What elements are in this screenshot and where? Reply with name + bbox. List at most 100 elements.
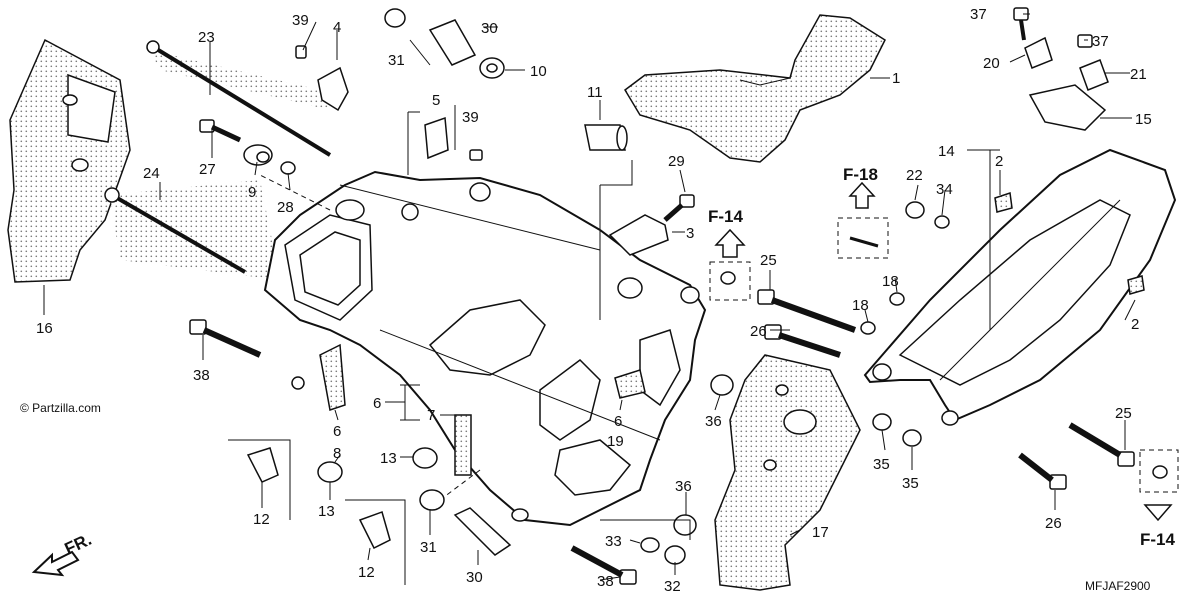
part-11-collar[interactable] <box>584 124 628 151</box>
callout-6c[interactable]: 6 <box>333 423 341 440</box>
part-15-bracket[interactable] <box>1028 84 1107 131</box>
f18-ref-box <box>837 181 889 259</box>
part-19-block[interactable] <box>614 369 646 399</box>
part-28-washer[interactable] <box>280 161 296 175</box>
callout-9[interactable]: 9 <box>248 184 256 201</box>
callout-14[interactable]: 14 <box>938 143 955 160</box>
callout-6a[interactable]: 6 <box>373 395 381 412</box>
callout-22[interactable]: 22 <box>906 167 923 184</box>
callout-30a[interactable]: 30 <box>481 20 498 37</box>
part-10-bushing[interactable] <box>479 57 505 79</box>
diagram-code: MFJAF2900 <box>1085 579 1151 593</box>
part-6-rubber[interactable] <box>319 343 346 411</box>
part-3-bracket[interactable] <box>608 214 669 256</box>
callout-38a[interactable]: 38 <box>193 367 210 384</box>
part-16-side-cover[interactable] <box>7 38 131 283</box>
callout-32[interactable]: 32 <box>664 578 681 595</box>
part-26-bolt[interactable] <box>764 324 1067 490</box>
callout-8[interactable]: 8 <box>333 445 341 462</box>
callout-23[interactable]: 23 <box>198 29 215 46</box>
callout-17[interactable]: 17 <box>812 524 829 541</box>
callout-18a[interactable]: 18 <box>882 273 899 290</box>
part-14-subframe[interactable] <box>863 148 1177 426</box>
ref-label-f14-bottom[interactable]: F-14 <box>1140 530 1176 549</box>
part-20-clip[interactable] <box>1024 36 1053 69</box>
callout-10[interactable]: 10 <box>530 63 547 80</box>
callout-6b[interactable]: 6 <box>614 413 622 430</box>
part-34-washer[interactable] <box>934 215 950 229</box>
part-38-bolt[interactable] <box>189 319 637 585</box>
callout-24[interactable]: 24 <box>143 165 160 182</box>
callout-31b[interactable]: 31 <box>420 539 437 556</box>
callout-21[interactable]: 21 <box>1130 66 1147 83</box>
callout-16[interactable]: 16 <box>36 320 53 337</box>
part-13-bushing[interactable] <box>317 447 438 483</box>
part-24-bolt[interactable] <box>104 180 280 280</box>
part-29-bolt[interactable] <box>663 194 695 222</box>
callout-25b[interactable]: 25 <box>1115 405 1132 422</box>
callout-29[interactable]: 29 <box>668 153 685 170</box>
part-30-bolt[interactable] <box>428 19 477 66</box>
callout-36b[interactable]: 36 <box>675 478 692 495</box>
part-18-grommet[interactable] <box>860 292 905 335</box>
callout-26a[interactable]: 26 <box>750 323 767 340</box>
main-frame[interactable] <box>259 170 707 527</box>
callout-37a[interactable]: 37 <box>970 6 987 23</box>
callout-18b[interactable]: 18 <box>852 297 869 314</box>
part-35-nut[interactable] <box>872 413 922 447</box>
part-31-nut-lower[interactable] <box>419 489 445 511</box>
callout-3[interactable]: 3 <box>686 225 694 242</box>
callout-13a[interactable]: 13 <box>380 450 397 467</box>
part-21-clip[interactable] <box>1079 59 1109 91</box>
callout-27[interactable]: 27 <box>199 161 216 178</box>
watermark-text: © Partzilla.com <box>20 401 101 415</box>
callout-39b[interactable]: 39 <box>462 109 479 126</box>
callout-35b[interactable]: 35 <box>902 475 919 492</box>
part-25-bolt[interactable] <box>757 289 1135 467</box>
part-31-nut[interactable] <box>384 8 406 28</box>
callout-28[interactable]: 28 <box>277 199 294 216</box>
callout-25a[interactable]: 25 <box>760 252 777 269</box>
callout-19[interactable]: 19 <box>607 433 624 450</box>
part-4-clip[interactable] <box>317 66 349 112</box>
callout-4[interactable]: 4 <box>333 19 341 36</box>
callout-13b[interactable]: 13 <box>318 503 335 520</box>
front-arrow-icon <box>31 550 80 577</box>
callout-26b[interactable]: 26 <box>1045 515 1062 532</box>
part-1-pad[interactable] <box>624 14 890 163</box>
callout-31a[interactable]: 31 <box>388 52 405 69</box>
part-2-label[interactable] <box>994 192 1145 295</box>
part-33-washer[interactable] <box>640 537 660 553</box>
part-5-bracket[interactable] <box>424 116 449 160</box>
callout-38b[interactable]: 38 <box>597 573 614 590</box>
part-22-nut[interactable] <box>905 201 925 219</box>
callout-20[interactable]: 20 <box>983 55 1000 72</box>
callout-33[interactable]: 33 <box>605 533 622 550</box>
callout-1[interactable]: 1 <box>892 70 900 87</box>
callout-36a[interactable]: 36 <box>705 413 722 430</box>
part-12-clip[interactable] <box>246 447 391 550</box>
callout-15[interactable]: 15 <box>1135 111 1152 128</box>
callout-39a[interactable]: 39 <box>292 12 309 29</box>
part-30-bolt-lower[interactable] <box>453 507 512 556</box>
part-23-bolt[interactable] <box>146 40 332 157</box>
part-32-nut[interactable] <box>664 545 686 565</box>
callout-35a[interactable]: 35 <box>873 456 890 473</box>
part-17-plate[interactable] <box>714 354 861 591</box>
callout-2a[interactable]: 2 <box>995 153 1003 170</box>
part-27-bolt[interactable] <box>199 119 242 143</box>
callout-5[interactable]: 5 <box>432 92 440 109</box>
callout-37b[interactable]: 37 <box>1092 33 1109 50</box>
part-7-strip[interactable] <box>454 414 472 476</box>
callout-12b[interactable]: 12 <box>358 564 375 581</box>
callout-11[interactable]: 11 <box>587 84 603 101</box>
ref-label-f18[interactable]: F-18 <box>843 165 878 184</box>
part-9-collar[interactable] <box>243 144 273 166</box>
callout-30b[interactable]: 30 <box>466 569 483 586</box>
callout-7[interactable]: 7 <box>427 407 435 424</box>
callout-2b[interactable]: 2 <box>1131 316 1139 333</box>
callout-12a[interactable]: 12 <box>253 511 270 528</box>
ref-label-f14-top[interactable]: F-14 <box>708 207 744 226</box>
callout-34[interactable]: 34 <box>936 181 953 198</box>
